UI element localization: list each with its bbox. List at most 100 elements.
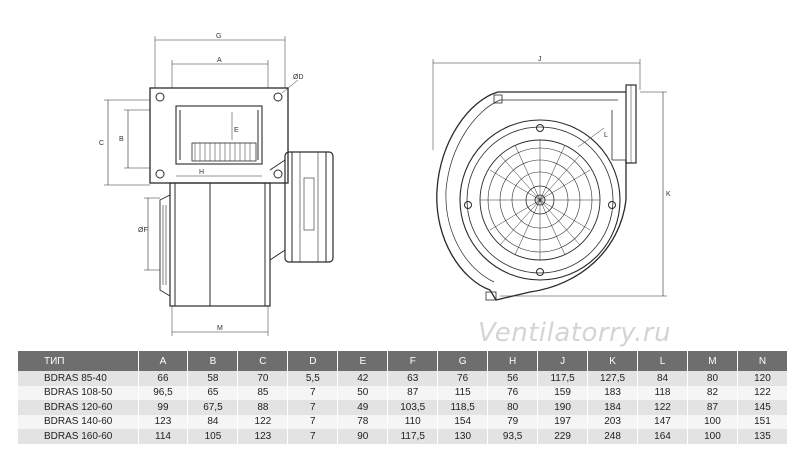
cell-j: 190 [537,400,589,415]
dim-label-g: G [216,33,221,40]
cell-g: 118,5 [437,400,489,415]
dim-label-k: K [666,191,671,198]
header-n: N [737,351,789,371]
cell-g: 130 [437,429,489,444]
specifications-table: ТИП A B C D E F G H J K L M N BDRAS 85-4… [18,351,789,444]
cell-d: 7 [287,400,339,415]
header-type: ТИП [18,351,139,371]
cell-f: 110 [387,414,439,429]
cell-type: BDRAS 160-60 [18,429,139,444]
cell-c: 85 [237,385,289,400]
cell-d: 5,5 [287,371,339,386]
cell-d: 7 [287,414,339,429]
dim-label-e: E [234,127,239,134]
watermark-text: Ventilatorry.ru [478,318,672,348]
cell-h: 80 [487,400,539,415]
cell-l: 84 [637,371,688,386]
cell-h: 93,5 [487,429,539,444]
cell-e: 78 [337,414,389,429]
cell-j: 159 [537,385,589,400]
cell-g: 115 [437,385,489,400]
header-j: J [537,351,589,371]
cell-c: 88 [237,400,289,415]
dim-label-f: ØF [138,227,148,234]
dim-label-j: J [538,56,542,63]
header-l: L [637,351,688,371]
cell-c: 123 [237,429,289,444]
cell-m: 82 [687,385,738,400]
dim-label-m: M [217,325,223,332]
cell-d: 7 [287,385,339,400]
cell-l: 122 [637,400,688,415]
cell-a: 66 [138,371,189,386]
header-f: F [387,351,439,371]
header-g: G [437,351,489,371]
cell-n: 151 [737,414,789,429]
cell-type: BDRAS 140-60 [18,414,139,429]
cell-j: 117,5 [537,371,589,386]
cell-f: 103,5 [387,400,439,415]
table-row: BDRAS 108-50 96,5 65 85 7 50 87 115 76 1… [18,385,789,400]
dim-label-d: ØD [293,74,304,81]
cell-b: 65 [187,385,239,400]
header-k: K [587,351,639,371]
header-c: C [237,351,289,371]
cell-h: 76 [487,385,539,400]
cell-type: BDRAS 120-60 [18,400,139,415]
cell-m: 100 [687,429,738,444]
cell-j: 197 [537,414,589,429]
technical-drawing: G A C B ØD E H ØF M J K L [99,33,671,336]
cell-b: 67,5 [187,400,239,415]
cell-k: 184 [587,400,639,415]
header-m: M [687,351,738,371]
header-a: A [138,351,189,371]
cell-e: 42 [337,371,389,386]
cell-type: BDRAS 85-40 [18,371,139,386]
cell-f: 87 [387,385,439,400]
cell-e: 90 [337,429,389,444]
front-view [432,59,667,301]
cell-type: BDRAS 108-50 [18,385,139,400]
table-row: BDRAS 120-60 99 67,5 88 7 49 103,5 118,5… [18,400,789,415]
cell-e: 50 [337,385,389,400]
cell-m: 100 [687,414,738,429]
cell-k: 248 [587,429,639,444]
cell-a: 96,5 [138,385,189,400]
cell-d: 7 [287,429,339,444]
header-e: E [337,351,389,371]
dim-label-l: L [604,132,608,139]
cell-k: 127,5 [587,371,639,386]
cell-n: 145 [737,400,789,415]
table-row: BDRAS 85-40 66 58 70 5,5 42 63 76 56 117… [18,371,789,386]
cell-k: 183 [587,385,639,400]
cell-c: 122 [237,414,289,429]
cell-a: 123 [138,414,189,429]
table-row: BDRAS 140-60 123 84 122 7 78 110 154 79 … [18,414,789,429]
cell-h: 56 [487,371,539,386]
cell-k: 203 [587,414,639,429]
cell-l: 118 [637,385,688,400]
cell-b: 84 [187,414,239,429]
table-header-row: ТИП A B C D E F G H J K L M N [18,351,789,371]
cell-m: 87 [687,400,738,415]
header-d: D [287,351,339,371]
cell-l: 164 [637,429,688,444]
cell-g: 76 [437,371,489,386]
dim-label-c: C [99,140,104,147]
header-b: B [187,351,239,371]
cell-g: 154 [437,414,489,429]
dim-label-b: B [119,136,124,143]
cell-f: 117,5 [387,429,439,444]
cell-h: 79 [487,414,539,429]
dim-label-a: A [217,57,222,64]
cell-e: 49 [337,400,389,415]
cell-n: 135 [737,429,789,444]
cell-b: 105 [187,429,239,444]
table-row: BDRAS 160-60 114 105 123 7 90 117,5 130 … [18,429,789,444]
cell-a: 114 [138,429,189,444]
cell-c: 70 [237,371,289,386]
cell-n: 122 [737,385,789,400]
header-h: H [487,351,539,371]
cell-m: 80 [687,371,738,386]
side-view [104,36,334,336]
